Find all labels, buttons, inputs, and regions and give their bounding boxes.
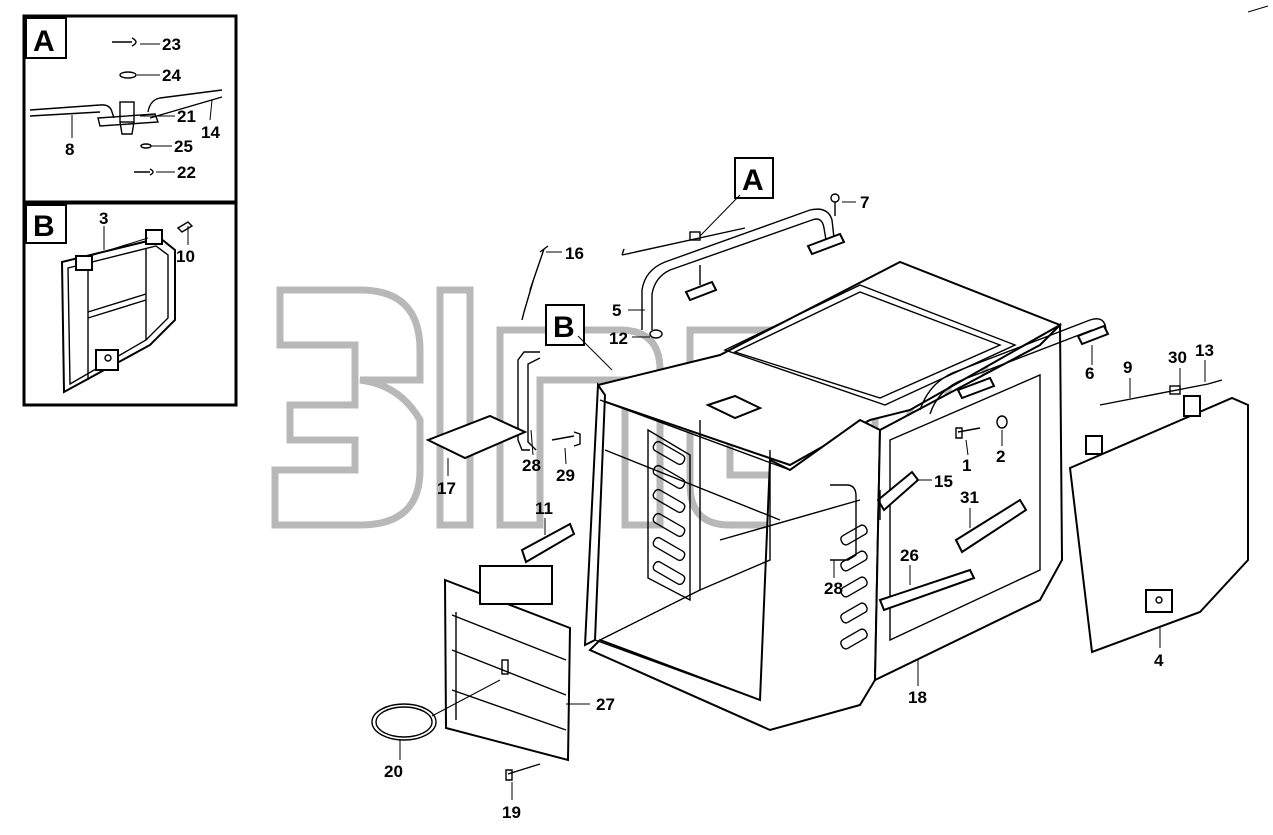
label-16: 16 bbox=[565, 244, 584, 263]
label-13: 13 bbox=[1195, 341, 1214, 360]
callout-a-letter: A bbox=[742, 164, 764, 197]
label-14: 14 bbox=[201, 123, 220, 142]
label-15: 15 bbox=[934, 472, 953, 491]
label-11: 11 bbox=[535, 499, 553, 518]
label-4: 4 bbox=[1154, 651, 1164, 670]
callout-b-letter: B bbox=[553, 311, 575, 344]
part-labels: 7 16 5 12 6 9 30 13 1 2 15 31 26 28 29 2… bbox=[384, 193, 1214, 822]
label-30: 30 bbox=[1168, 348, 1187, 367]
label-18: 18 bbox=[908, 688, 927, 707]
label-24: 24 bbox=[162, 66, 181, 85]
label-28-left: 28 bbox=[522, 456, 541, 475]
label-27: 27 bbox=[596, 695, 615, 714]
inset-b: B 3 10 bbox=[22, 201, 238, 407]
corner-mark bbox=[1247, 5, 1269, 13]
label-12: 12 bbox=[609, 329, 628, 348]
label-28-right: 28 bbox=[824, 579, 843, 598]
label-29: 29 bbox=[556, 466, 575, 485]
label-25: 25 bbox=[174, 137, 193, 156]
label-9: 9 bbox=[1123, 358, 1132, 377]
label-6: 6 bbox=[1085, 364, 1094, 383]
label-2: 2 bbox=[996, 447, 1005, 466]
label-17: 17 bbox=[437, 479, 456, 498]
label-23: 23 bbox=[162, 35, 181, 54]
inset-a: A 23 24 21 14 8 25 22 bbox=[22, 14, 238, 204]
roof-handrails bbox=[641, 208, 1110, 415]
label-26: 26 bbox=[900, 546, 919, 565]
label-19: 19 bbox=[502, 803, 521, 822]
label-10: 10 bbox=[176, 247, 195, 266]
label-8: 8 bbox=[65, 140, 74, 159]
label-31: 31 bbox=[960, 488, 979, 507]
loose-parts: A B bbox=[371, 157, 1249, 800]
label-5: 5 bbox=[612, 301, 621, 320]
label-7: 7 bbox=[860, 193, 869, 212]
vent-slots-left bbox=[647, 428, 691, 602]
label-1: 1 bbox=[962, 456, 971, 475]
vent-slots-right bbox=[840, 524, 868, 650]
label-20: 20 bbox=[384, 762, 403, 781]
cab-frame bbox=[583, 260, 1064, 732]
label-21: 21 bbox=[177, 107, 196, 126]
inset-b-letter: B bbox=[33, 210, 55, 243]
label-3: 3 bbox=[99, 209, 108, 228]
label-22: 22 bbox=[177, 163, 196, 182]
inset-a-letter: A bbox=[33, 25, 55, 58]
